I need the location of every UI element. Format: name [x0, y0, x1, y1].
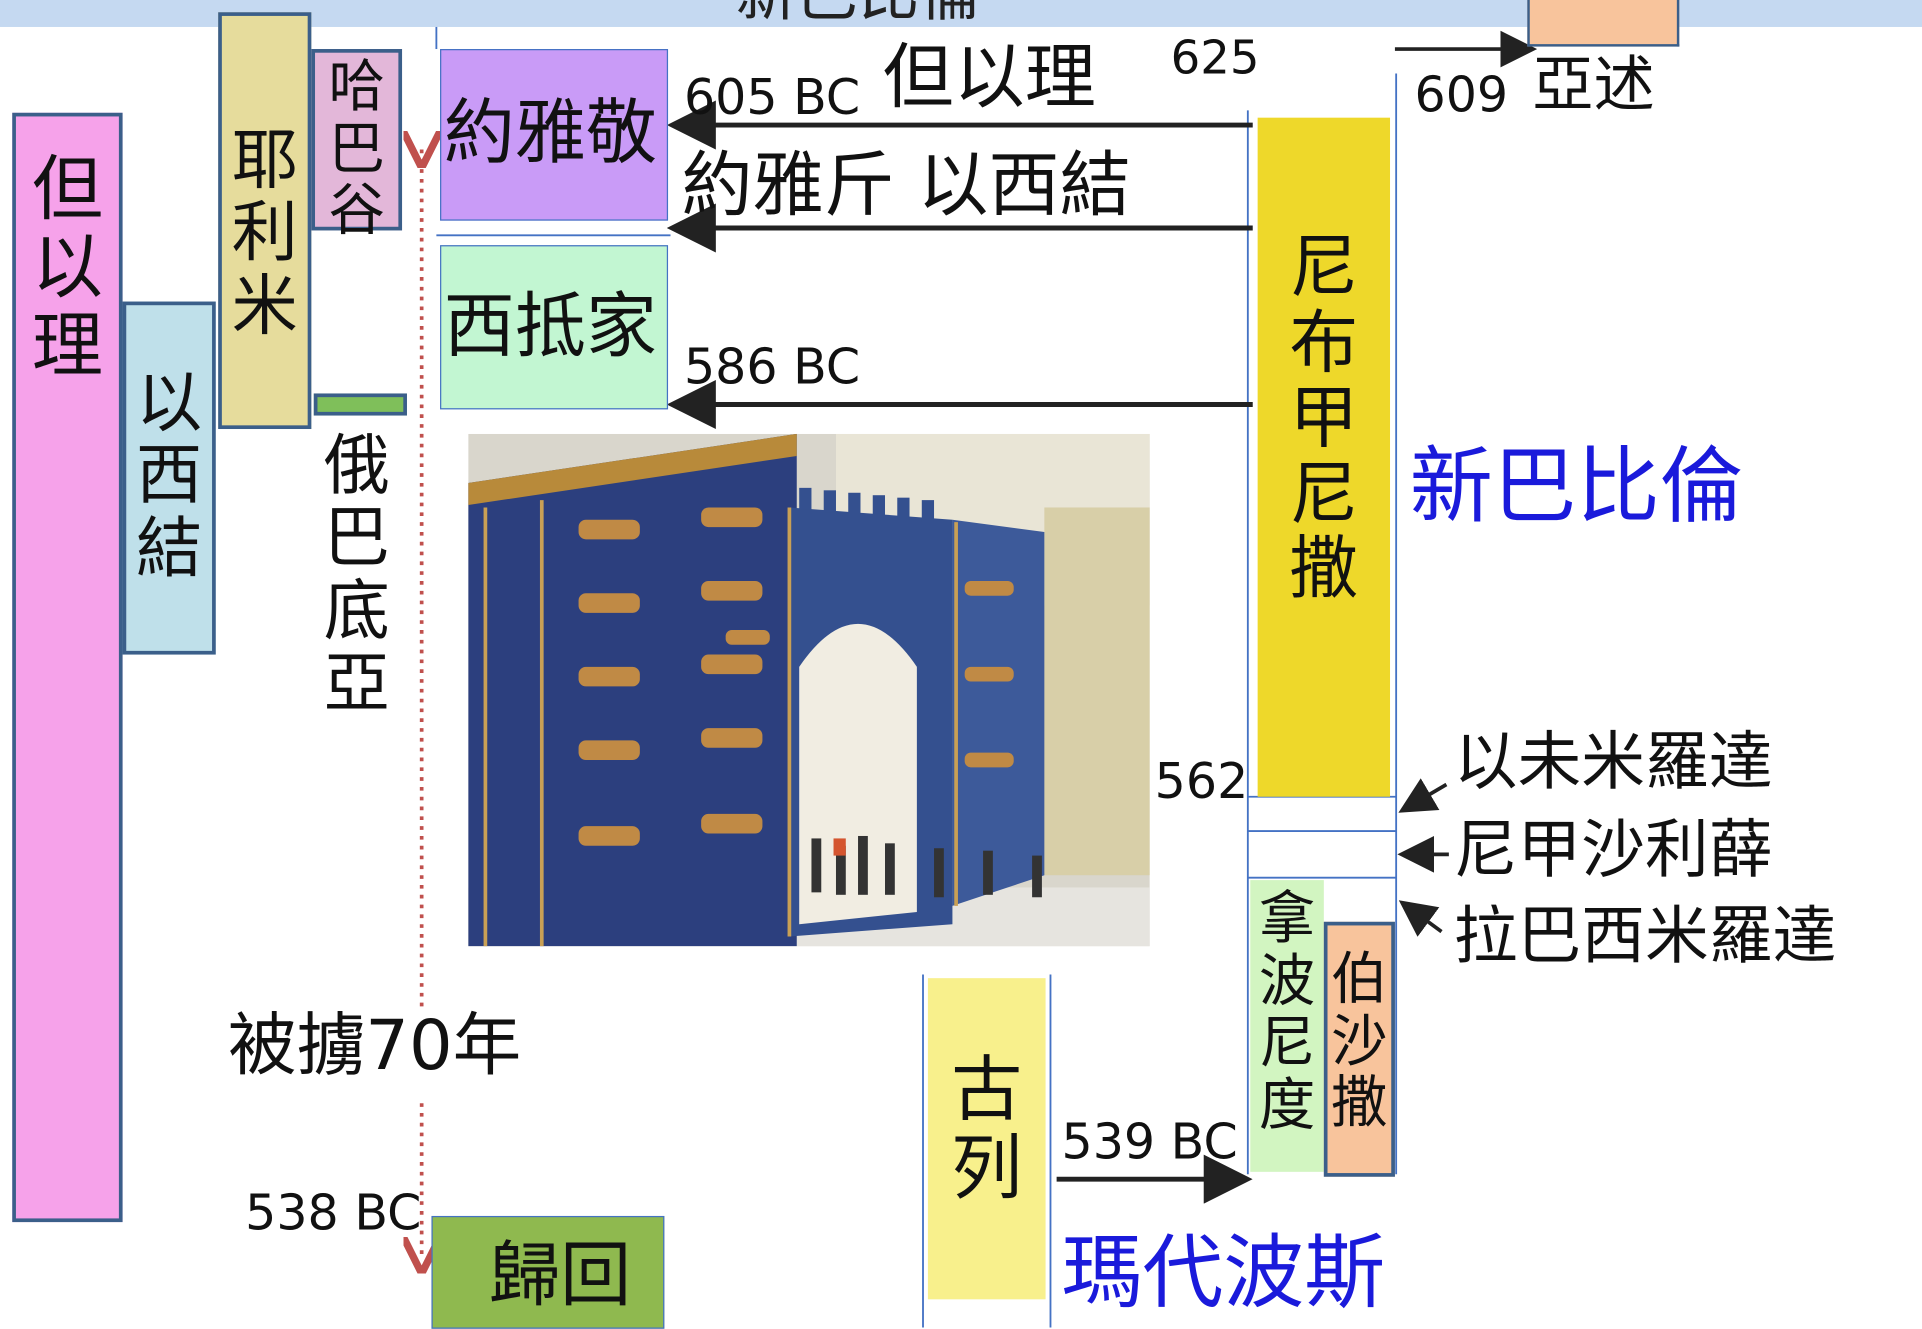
neo-babylon-label: 新巴比倫 — [1409, 438, 1744, 536]
belshazzar-bar: 伯沙撒 — [1323, 921, 1395, 1177]
date-538: 538 BC — [245, 1185, 422, 1242]
return-label: 歸回 — [489, 1233, 632, 1317]
assyria-box — [1527, 0, 1680, 47]
neriglissar-label: 尼甲沙利薛 — [1453, 813, 1773, 888]
nabonidus-bar: 拿波尼度 — [1250, 880, 1324, 1172]
ezekiel-bar: 以西結 — [122, 301, 216, 655]
labashi-clip: 拉巴西米羅達 — [1454, 905, 1922, 969]
jehoiakim-box: 約雅敬 — [440, 49, 669, 221]
medo-persia-label: 瑪代波斯 — [1061, 1225, 1386, 1321]
cyrus-bar: 古列 — [927, 978, 1046, 1300]
nebuchadnezzar-bar: 尼布甲尼撒 — [1257, 117, 1391, 797]
daniel-captive-label: 但以理 — [882, 35, 1096, 119]
daniel-label: 但以理 — [31, 147, 103, 387]
jeremiah-bar: 耶利米 — [218, 12, 312, 430]
zedekiah-box: 西抵家 — [440, 245, 669, 410]
nebuchadnezzar-label: 尼布甲尼撒 — [1289, 227, 1359, 610]
date-605: 605 BC — [683, 69, 861, 127]
obadiah-text: 俄巴底亞 — [316, 429, 397, 721]
jehoiachin-label: 約雅斤 以西結 — [681, 143, 1131, 227]
year-625: 625 — [1170, 30, 1260, 85]
year-609: 609 — [1414, 67, 1509, 124]
date-586: 586 BC — [683, 339, 861, 396]
date-539: 539 BC — [1061, 1114, 1238, 1171]
captivity-label: 被擄70年 — [227, 1006, 522, 1087]
habakkuk-bar: 哈巴谷 — [311, 49, 403, 241]
habakkuk-label: 哈巴谷 — [328, 52, 385, 243]
ishtar-gate-photo — [468, 433, 1150, 947]
daniel-bar: 但以理 — [12, 112, 123, 1223]
nabonidus-label: 拿波尼度 — [1258, 885, 1316, 1138]
obadiah-bar — [313, 393, 407, 416]
page-title: 新巴比倫 — [735, 0, 980, 25]
jehoiakim-label: 約雅敬 — [443, 90, 658, 175]
obadiah-label: 俄巴底亞 — [323, 426, 390, 723]
return-box: 歸回 — [431, 1215, 665, 1329]
labashi-marduk-label: 拉巴西米羅達 — [1453, 904, 1837, 969]
year-562: 562 — [1154, 753, 1249, 811]
cyrus-label: 古列 — [951, 1048, 1023, 1210]
zedekiah-label: 西抵家 — [443, 284, 658, 368]
evil-merodach-label: 以未米羅達 — [1453, 725, 1773, 800]
jeremiah-label: 耶利米 — [231, 121, 298, 345]
ezekiel-label: 以西結 — [136, 364, 203, 587]
assyria-label: 亞述 — [1532, 49, 1655, 121]
belshazzar-label: 伯沙撒 — [1331, 945, 1388, 1136]
